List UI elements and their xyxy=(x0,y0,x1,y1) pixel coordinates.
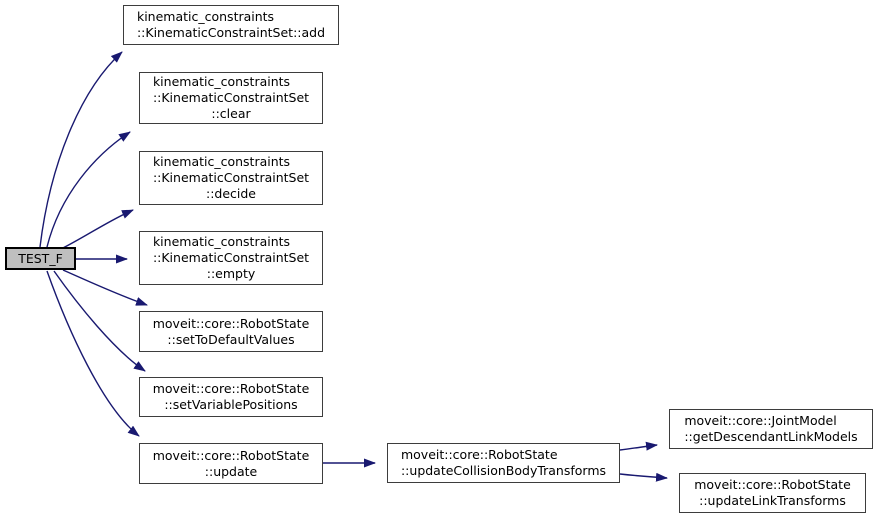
node-label-line: ::KinematicConstraintSet xyxy=(152,250,310,265)
node-label-line: kinematic_constraints xyxy=(152,154,291,169)
node-label-line: kinematic_constraints xyxy=(152,74,291,89)
node-kinematic-constraint-set-empty[interactable]: kinematic_constraints ::KinematicConstra… xyxy=(139,231,323,285)
node-label-line: moveit::core::JointModel xyxy=(684,413,837,428)
node-label-line: ::setToDefaultValues xyxy=(167,331,295,347)
edge-testf-to-decide xyxy=(60,209,134,250)
node-label-line: ::updateCollisionBodyTransforms xyxy=(400,463,607,478)
node-label: TEST_F xyxy=(18,250,63,266)
node-label-line: ::empty xyxy=(206,266,256,281)
edge-updatecollision-to-getdescendantlinkmodels xyxy=(619,441,658,451)
node-robot-state-set-variable-positions[interactable]: moveit::core::RobotState ::setVariablePo… xyxy=(139,377,323,417)
node-robot-state-update-link-transforms[interactable]: moveit::core::RobotState ::updateLinkTra… xyxy=(679,473,866,513)
node-robot-state-set-to-default-values[interactable]: moveit::core::RobotState ::setToDefaultV… xyxy=(139,311,323,352)
node-label-line: moveit::core::RobotState xyxy=(152,447,310,463)
node-robot-state-update-collision-body-transforms[interactable]: moveit::core::RobotState ::updateCollisi… xyxy=(387,443,620,483)
node-label-line: ::KinematicConstraintSet xyxy=(152,90,310,105)
node-label-line: ::updateLinkTransforms xyxy=(699,493,846,508)
node-kinematic-constraint-set-clear[interactable]: kinematic_constraints ::KinematicConstra… xyxy=(139,72,323,124)
node-label-line: ::setVariablePositions xyxy=(164,397,298,412)
edge-testf-to-clear xyxy=(46,131,131,248)
node-label-line: kinematic_constraints xyxy=(136,9,275,24)
node-kinematic-constraint-set-add[interactable]: kinematic_constraints ::KinematicConstra… xyxy=(123,5,339,45)
node-robot-state-update[interactable]: moveit::core::RobotState ::update xyxy=(139,443,323,484)
node-label-line: ::decide xyxy=(205,186,257,201)
node-label-line: ::update xyxy=(204,463,258,479)
edge-testf-to-add xyxy=(39,51,123,248)
node-label-line: moveit::core::RobotState xyxy=(152,315,310,331)
node-label-line: ::getDescendantLinkModels xyxy=(684,429,858,444)
node-label-line: ::clear xyxy=(211,106,251,121)
node-joint-model-get-descendant-link-models[interactable]: moveit::core::JointModel ::getDescendant… xyxy=(669,409,873,449)
node-kinematic-constraint-set-decide[interactable]: kinematic_constraints ::KinematicConstra… xyxy=(139,151,323,205)
node-label-line: moveit::core::RobotState xyxy=(400,447,558,462)
edge-testf-to-settodefaultvalues xyxy=(62,269,148,306)
edge-testf-to-setvariablepositions xyxy=(53,270,146,372)
edge-updatecollision-to-updatelinktransforms xyxy=(619,472,668,482)
node-label-line: ::KinematicConstraintSet::add xyxy=(136,25,326,40)
edge-testf-to-update xyxy=(46,270,140,437)
node-test-f: TEST_F xyxy=(5,247,76,270)
node-label-line: ::KinematicConstraintSet xyxy=(152,170,310,185)
node-label-line: moveit::core::RobotState xyxy=(694,477,851,492)
node-label-line: moveit::core::RobotState xyxy=(152,381,310,396)
node-label-line: kinematic_constraints xyxy=(152,234,291,249)
